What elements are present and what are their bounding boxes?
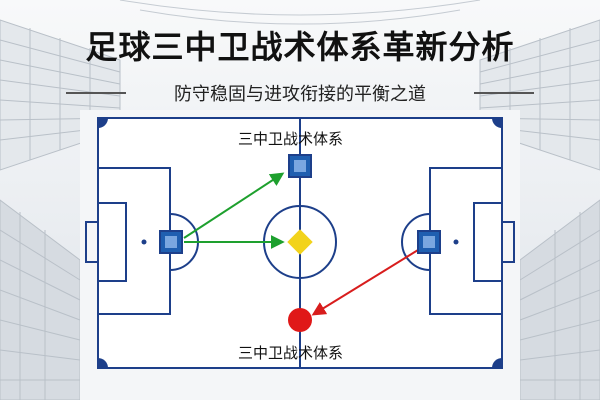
subtitle-row: 防守稳固与进攻衔接的平衡之道 — [0, 80, 600, 105]
subtitle-divider-left — [66, 92, 126, 94]
page-subtitle: 防守稳固与进攻衔接的平衡之道 — [174, 84, 426, 105]
corner-marker-top-right — [492, 118, 502, 128]
left-penalty-spot — [141, 239, 147, 245]
arrow-left-to-top — [183, 172, 285, 239]
arrow-right-to-ball — [311, 249, 419, 316]
midfield-diamond — [287, 229, 313, 255]
label-top-system: 三中卫战术体系 — [238, 130, 344, 148]
subtitle-divider-right — [474, 92, 534, 94]
label-bottom-system: 三中卫战术体系 — [238, 344, 344, 362]
corner-marker-bottom-left — [98, 358, 108, 368]
page-title: 足球三中卫战术体系革新分析 — [85, 28, 515, 66]
left-goal — [85, 221, 99, 263]
right-penalty-spot — [453, 239, 459, 245]
ball-red-dot — [288, 308, 312, 332]
right-goal — [501, 221, 515, 263]
corner-marker-bottom-right — [492, 358, 502, 368]
corner-marker-top-left — [98, 118, 108, 128]
right-penalty-arc — [401, 213, 431, 271]
